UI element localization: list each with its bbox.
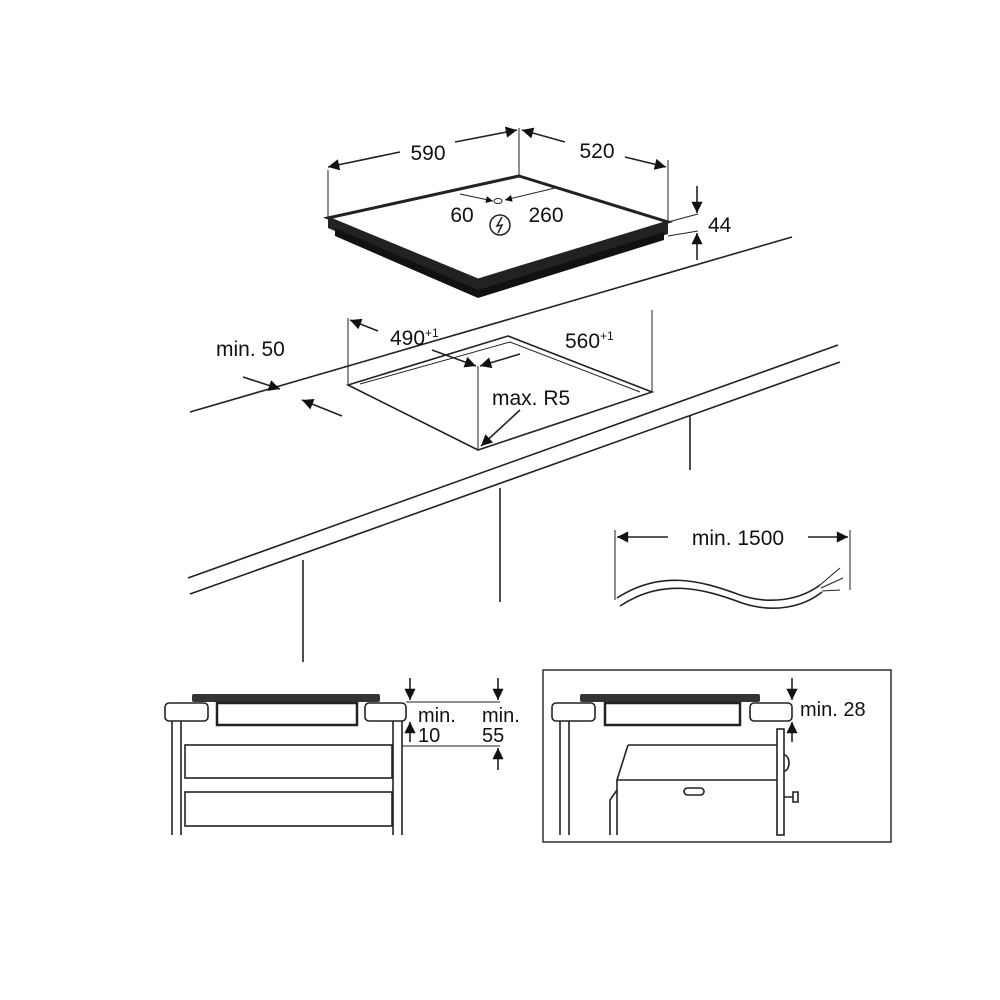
hob-depth-label: 520 [579,140,614,163]
cable-length-label: min. 1500 [692,527,784,550]
cutout-depth-label: 560+1 [565,329,614,353]
hob-width-label: 590 [410,142,445,165]
hob-drawing: 590 520 60 260 44 [323,126,732,298]
depth-value: 55 [482,725,504,747]
connection-left-label: 60 [450,204,473,227]
cutout-width-label: 490+1 [390,326,439,350]
corner-radius-label: max. R5 [492,387,570,410]
hob-height-label: 44 [708,214,732,237]
section-oven: min. 28 [542,669,892,843]
countertop-drawing: 490+1 560+1 max. R5 min. 50 [187,236,841,662]
cable-drawing: min. 1500 [614,527,851,609]
power-connection-icon [489,214,511,236]
section-drawers: min. 10 min. 55 [164,678,520,835]
oven-clearance-label: min. 28 [800,699,866,721]
depth-min-label: min. [482,705,520,727]
gap-value: 10 [418,725,440,747]
connection-right-label: 260 [528,204,563,227]
edge-distance-label: min. 50 [216,338,285,361]
gap-min-label: min. [418,705,456,727]
